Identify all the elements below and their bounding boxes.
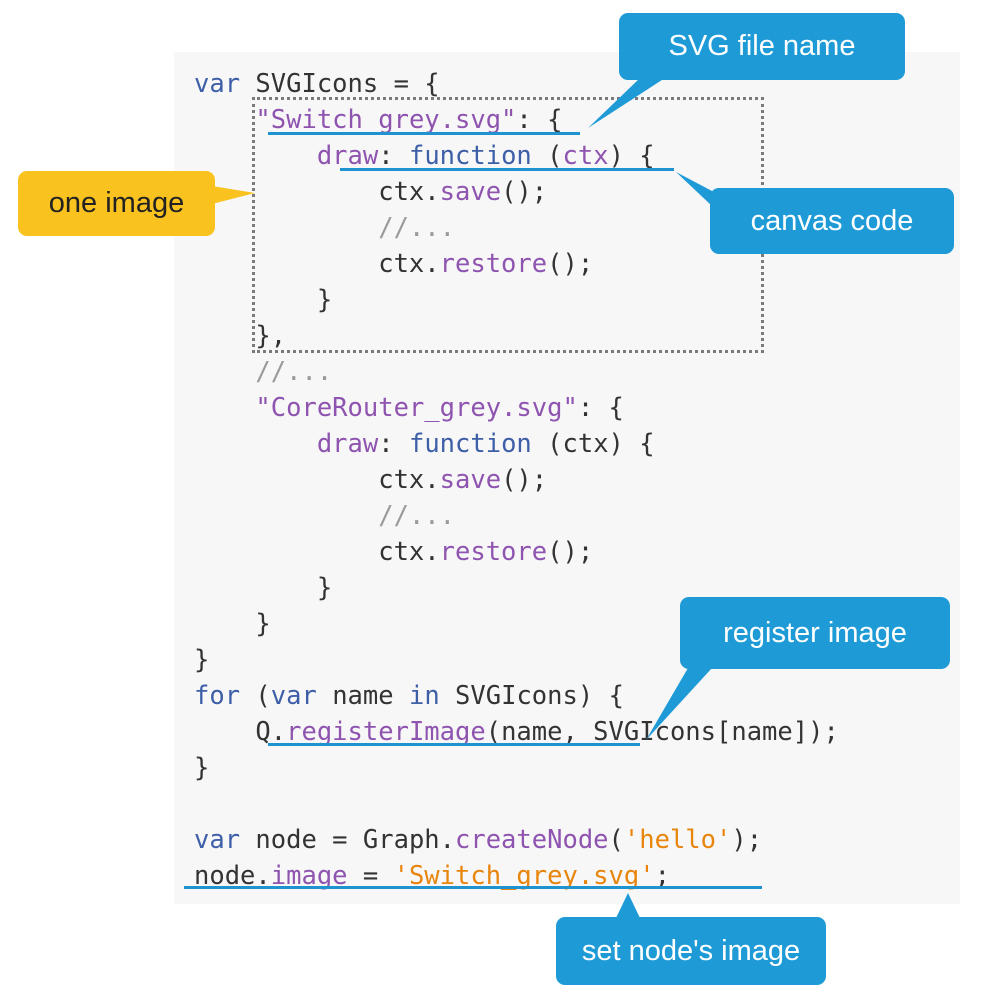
code-token xyxy=(194,357,255,387)
code-line: draw: function (ctx) { xyxy=(194,138,655,174)
code-token: var xyxy=(270,681,317,711)
code-token: ) { xyxy=(608,141,655,171)
code-token xyxy=(194,429,317,459)
code-line: Q.registerImage(name, SVGIcons[name]); xyxy=(194,714,839,750)
code-token: SVGIcons = { xyxy=(240,69,440,99)
code-line: var node = Graph.createNode('hello'); xyxy=(194,822,762,858)
code-token xyxy=(194,105,255,135)
code-token: : { xyxy=(516,105,563,135)
code-token: (); xyxy=(547,249,594,279)
underline-svg-file-name xyxy=(268,132,580,135)
underline-register-image xyxy=(268,743,640,746)
code-token: } xyxy=(194,573,333,603)
code-token: (); xyxy=(547,537,594,567)
code-line: } xyxy=(194,570,332,606)
callout-set-node-image-label: set node's image xyxy=(581,934,801,967)
code-token: var xyxy=(194,825,241,855)
code-token: ctx. xyxy=(194,465,440,495)
callout-register-image: register image xyxy=(680,597,950,669)
code-line: } xyxy=(194,606,271,642)
code-line: } xyxy=(194,282,332,318)
code-token: in xyxy=(408,681,440,711)
code-token: //... xyxy=(378,501,455,531)
code-token: save xyxy=(439,177,502,207)
code-token: = xyxy=(347,861,394,891)
code-token xyxy=(194,501,378,531)
code-line: }, xyxy=(194,318,286,354)
code-token: : { xyxy=(577,393,624,423)
code-token: save xyxy=(439,465,502,495)
code-line: } xyxy=(194,750,209,786)
callout-one-image: one image xyxy=(18,171,215,236)
code-token: ( xyxy=(531,141,563,171)
code-token: Q. xyxy=(194,717,287,747)
code-token: "Switch_grey.svg" xyxy=(255,105,517,135)
code-line: ctx.save(); xyxy=(194,462,547,498)
callout-svg-file-name-label: SVG file name xyxy=(668,30,856,62)
code-token: } xyxy=(194,285,333,315)
code-token: ctx. xyxy=(194,249,440,279)
code-line: //... xyxy=(194,498,455,534)
code-token: restore xyxy=(439,249,548,279)
callout-canvas-code: canvas code xyxy=(710,188,954,254)
code-token: ctx xyxy=(562,141,609,171)
code-token: createNode xyxy=(455,825,609,855)
code-token: //... xyxy=(378,213,455,243)
code-token: } xyxy=(194,753,210,783)
code-line: "Switch_grey.svg": { xyxy=(194,102,562,138)
code-line: ctx.restore(); xyxy=(194,534,593,570)
code-token: registerImage xyxy=(286,717,486,747)
underline-set-node-image xyxy=(184,886,762,889)
code-token: ( xyxy=(608,825,624,855)
code-token: var xyxy=(194,69,241,99)
code-token: ctx. xyxy=(194,177,440,207)
code-token: (name, SVGIcons[name]); xyxy=(485,717,839,747)
code-token: function xyxy=(408,429,532,459)
callout-one-image-label: one image xyxy=(48,187,185,219)
code-token: restore xyxy=(439,537,548,567)
code-token: 'hello' xyxy=(623,825,732,855)
code-token: SVGIcons) { xyxy=(439,681,624,711)
code-token: ; xyxy=(654,861,670,891)
code-line: draw: function (ctx) { xyxy=(194,426,655,462)
code-token: //... xyxy=(255,357,333,387)
underline-canvas-code xyxy=(340,168,674,171)
code-token: (); xyxy=(501,177,548,207)
code-line: var SVGIcons = { xyxy=(194,66,440,102)
code-line: for (var name in SVGIcons) { xyxy=(194,678,624,714)
code-line: ctx.restore(); xyxy=(194,246,593,282)
code-token: } xyxy=(194,645,210,675)
code-token: ); xyxy=(731,825,763,855)
code-token: ( xyxy=(240,681,271,711)
code-token: draw xyxy=(316,141,379,171)
code-token: node = Graph. xyxy=(240,825,455,855)
callout-set-node-image: set node's image xyxy=(556,917,826,985)
code-token: : xyxy=(378,429,409,459)
code-token: ctx. xyxy=(194,537,440,567)
code-token: function xyxy=(408,141,532,171)
code-token: for xyxy=(194,681,241,711)
one-image-dotted-box xyxy=(252,97,764,353)
callout-register-image-label: register image xyxy=(723,616,907,649)
code-line: } xyxy=(194,642,209,678)
code-line: //... xyxy=(194,210,455,246)
code-token: (); xyxy=(501,465,548,495)
code-token: }, xyxy=(194,321,287,351)
callout-svg-file-name: SVG file name xyxy=(619,13,905,80)
code-line: "CoreRouter_grey.svg": { xyxy=(194,390,624,426)
code-token xyxy=(194,393,255,423)
code-token: draw xyxy=(316,429,379,459)
code-token: "CoreRouter_grey.svg" xyxy=(255,393,578,423)
code-line: ctx.save(); xyxy=(194,174,547,210)
code-token: } xyxy=(194,609,271,639)
code-token: (ctx) { xyxy=(531,429,655,459)
code-token: name xyxy=(316,681,409,711)
callout-canvas-code-label: canvas code xyxy=(750,204,914,237)
code-token: : xyxy=(378,141,409,171)
code-line: //... xyxy=(194,354,332,390)
